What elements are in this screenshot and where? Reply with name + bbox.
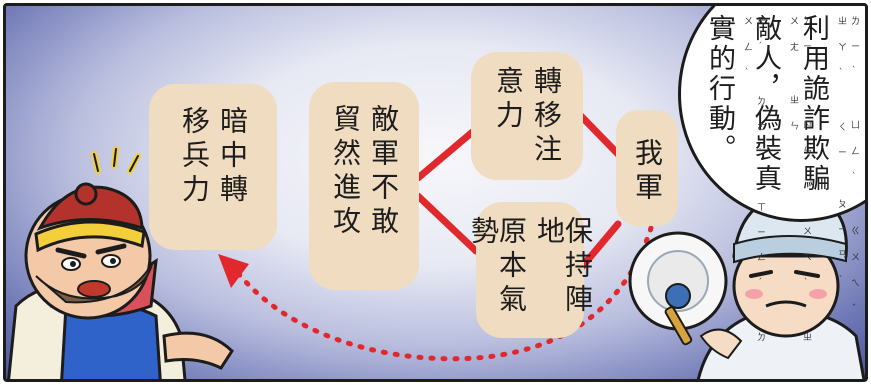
box-move-troops: 暗中轉 移兵力	[149, 84, 277, 250]
strategist-character	[628, 192, 865, 379]
connector-middle-bottom	[414, 192, 480, 255]
box-top-line2: 意力	[492, 66, 525, 134]
box-bottom-line2: 原本氣勢	[467, 216, 528, 318]
bubble-line3: 實的行動。	[704, 14, 735, 164]
box-our-army: 我軍	[616, 110, 678, 226]
box-bottom-line1: 保持陣地	[533, 216, 594, 318]
box-left-line2: 移兵力	[178, 106, 211, 208]
bubble-line1: 利用詭詐欺騙	[798, 14, 829, 194]
box-middle-line2: 貿然進攻	[329, 104, 362, 240]
bubble-zhuyin2: ㄉㄧˊ ㄖㄣˊ ㄨㄟˋ ㄓㄨㄤ ㄓㄣ	[788, 16, 811, 359]
box-middle-line1: 敵軍不敢	[367, 104, 400, 240]
diagram-overlay	[7, 112, 865, 379]
box-right-line1: 我軍	[631, 138, 664, 206]
connector-middle-top	[414, 125, 480, 182]
dotted-arrow-path	[231, 225, 654, 362]
bubble-zhuyin1: ㄌㄧˋ ㄩㄥˋ ㄍㄨㄟˇ ㄓㄚˋ ㄑㄧ ㄆㄧㄢˋ	[836, 16, 859, 332]
panel-frame: 暗中轉 移兵力 敵軍不敢 貿然進攻 轉移注 意力 保持陣地 原本氣勢 我軍 利用…	[3, 3, 868, 382]
connector-top-right	[577, 112, 622, 158]
box-enemy-hesitate: 敵軍不敢 貿然進攻	[309, 82, 419, 290]
bubble-zhuyin3: ㄕˊ ㄉㄜ˙ ㄒㄧㄥˊ ㄉㄨㄥˋ	[742, 16, 765, 359]
box-hold-position: 保持陣地 原本氣勢	[467, 202, 594, 338]
box-top-line1: 轉移注	[530, 66, 563, 168]
box-divert-attention: 轉移注 意力	[471, 52, 583, 180]
connector-lines	[414, 112, 622, 272]
arrow-head	[218, 254, 249, 288]
box-left-line1: 暗中轉	[216, 106, 249, 208]
bubble-line2: 敵人，偽裝真	[750, 14, 781, 194]
general-character	[7, 146, 234, 379]
connector-bottom-right	[577, 220, 622, 272]
